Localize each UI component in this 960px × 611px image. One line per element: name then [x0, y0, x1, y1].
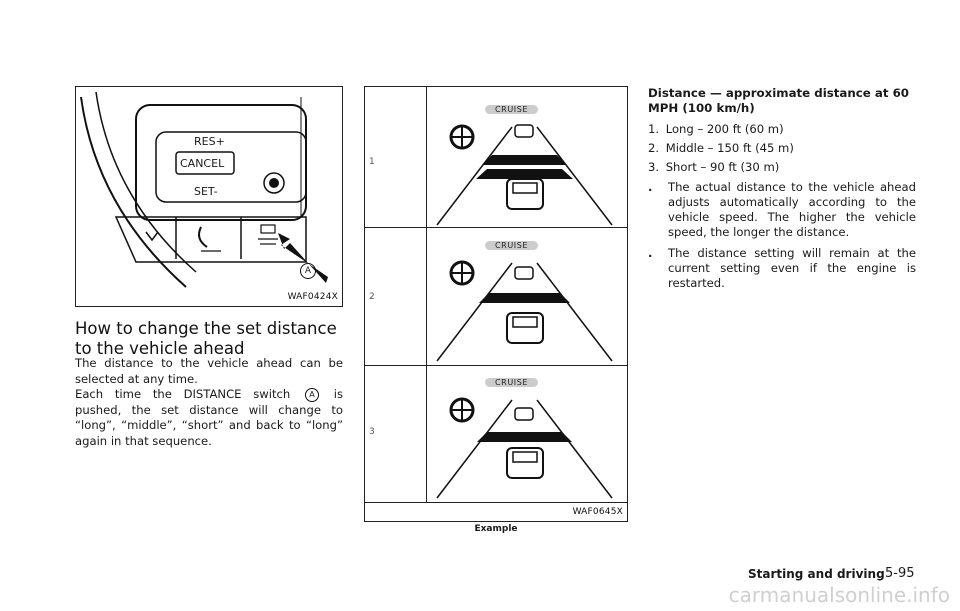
row-label-3: 3: [369, 427, 375, 437]
bullet-dot: .: [648, 246, 653, 260]
figure-divider-row2: [365, 365, 627, 366]
callout-a-symbol: A: [305, 387, 319, 402]
bullet-setting-remains: . The distance setting will remain at th…: [648, 246, 916, 291]
callout-a-label: A: [300, 263, 316, 279]
res-button-label: RES+: [194, 135, 225, 148]
distance-example-figure: 1 2 3 CRUISE CRUISE CRUISE: [364, 86, 628, 522]
bullet-text: The distance setting will remain at the …: [668, 246, 916, 290]
figure-divider-vertical: [426, 87, 427, 502]
cruise-indicator-1: CRUISE: [485, 105, 539, 114]
figure-caption: Example: [474, 524, 518, 534]
cancel-button-label: CANCEL: [180, 157, 225, 170]
paragraph-text-before: Each time the DISTANCE switch: [75, 387, 291, 401]
watermark: carmanualsonline.info: [728, 583, 950, 607]
distance-item-2: 2. Middle – 150 ft (45 m): [648, 141, 916, 157]
footer-page-number: 5-95: [885, 566, 915, 581]
bullet-text: The actual distance to the vehicle ahead…: [668, 180, 916, 239]
cruise-indicator-2: CRUISE: [485, 241, 539, 250]
item-number: 2.: [648, 141, 660, 155]
figure-divider-row1: [365, 227, 627, 228]
figure-code: WAF0424X: [287, 292, 338, 302]
item-text: Long – 200 ft (60 m): [665, 122, 784, 136]
footer-section-title: Starting and driving: [748, 567, 885, 581]
item-number: 1.: [648, 122, 660, 136]
row-label-2: 2: [369, 292, 375, 302]
figure-divider-bottom: [365, 502, 627, 503]
item-text: Short – 90 ft (30 m): [665, 160, 780, 174]
distance-drawing-middle: [436, 260, 613, 362]
intro-paragraph: The distance to the vehicle ahead can be…: [75, 356, 343, 386]
distance-title: Distance — approximate distance at 60 MP…: [648, 86, 910, 115]
distance-drawing-long: [436, 124, 613, 226]
row-label-1: 1: [369, 157, 375, 167]
distance-item-3: 3. Short – 90 ft (30 m): [648, 160, 916, 176]
cruise-indicator-3: CRUISE: [485, 378, 539, 387]
item-text: Middle – 150 ft (45 m): [665, 141, 794, 155]
bullet-distance-adjust: . The actual distance to the vehicle ahe…: [648, 180, 916, 240]
figure-code: WAF0645X: [572, 507, 623, 517]
set-button-label: SET-: [194, 185, 218, 198]
item-number: 3.: [648, 160, 660, 174]
distance-switch-paragraph: Each time the DISTANCE switch A is pushe…: [75, 387, 343, 449]
switch-illustration: RES+ CANCEL SET- A WAF0424X: [75, 86, 343, 307]
section-heading: How to change the set distance to the ve…: [75, 319, 337, 358]
paragraph-text-after: is pushed, the set distance will change …: [75, 387, 344, 448]
distance-drawing-short: [436, 397, 613, 499]
bullet-dot: .: [648, 180, 653, 194]
distance-item-1: 1. Long – 200 ft (60 m): [648, 122, 916, 138]
